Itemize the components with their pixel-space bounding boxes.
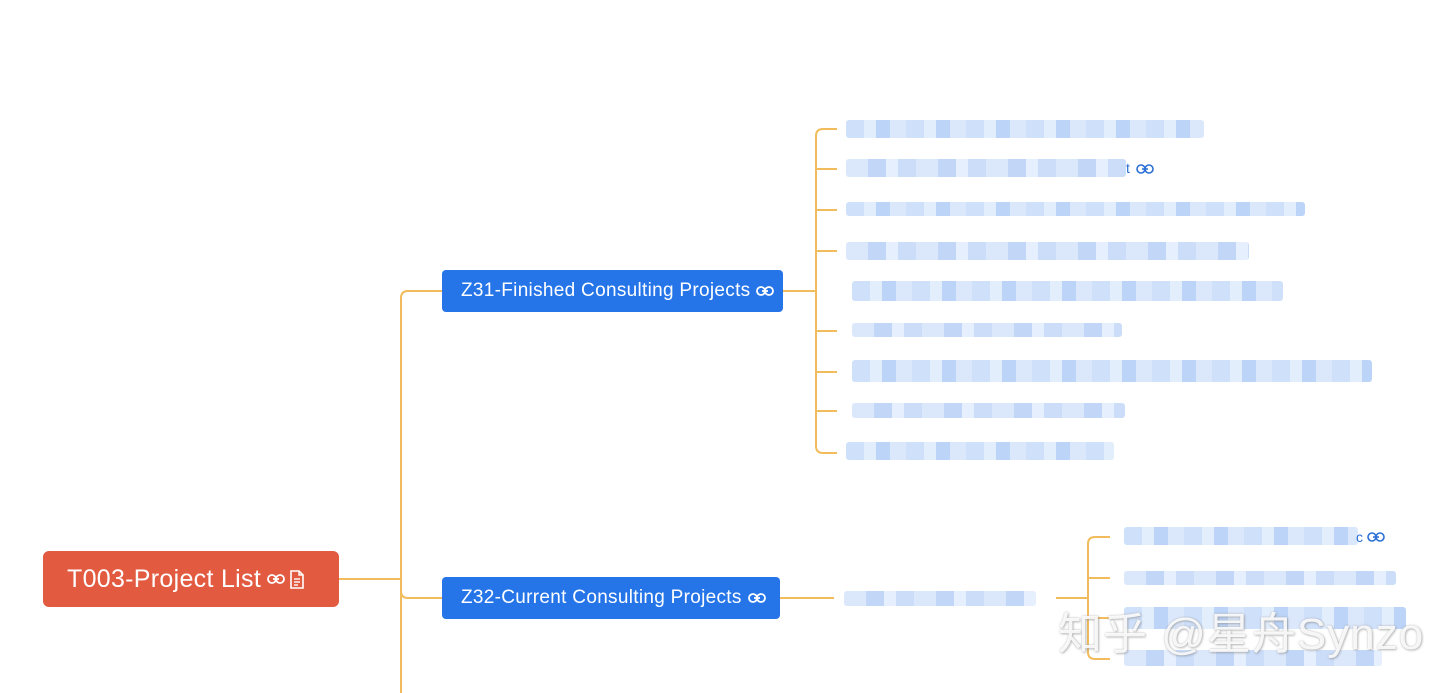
- leaf-text-fragment: c: [1356, 529, 1363, 545]
- branch-current-projects[interactable]: Z32-Current Consulting Projects: [442, 577, 780, 619]
- leaf-item-blurred[interactable]: [1124, 607, 1406, 629]
- connector-b2: [400, 590, 442, 599]
- leaf-item-blurred[interactable]: [852, 360, 1372, 382]
- leaf-item-blurred[interactable]: [852, 323, 1122, 337]
- leaf-item-blurred[interactable]: [1124, 527, 1358, 545]
- leaf-text-fragment: t: [1126, 160, 1130, 176]
- leaf-item-blurred[interactable]: [846, 442, 1114, 460]
- leaf-item-blurred[interactable]: [852, 403, 1125, 418]
- leaf-item-blurred[interactable]: [846, 202, 1305, 216]
- connector-b1: [400, 290, 442, 299]
- connector-b1-c9: [815, 445, 837, 454]
- leaf-item-blurred[interactable]: [846, 159, 1126, 177]
- link-icon[interactable]: [1136, 162, 1154, 180]
- link-icon[interactable]: [756, 285, 775, 297]
- link-icon[interactable]: [1367, 530, 1385, 548]
- connector-b1-c1: [815, 128, 837, 137]
- branch-label: Z32-Current Consulting Projects: [461, 587, 742, 608]
- connector-b2-c1: [1087, 536, 1110, 545]
- root-node[interactable]: T003-Project List: [43, 551, 339, 607]
- branch-finished-projects[interactable]: Z31-Finished Consulting Projects: [442, 270, 783, 312]
- branch-label: Z31-Finished Consulting Projects: [461, 280, 751, 301]
- leaf-item-blurred[interactable]: [846, 120, 1204, 138]
- sub-node-blurred[interactable]: [844, 591, 1036, 606]
- connector-b2-c4: [1087, 651, 1110, 660]
- document-icon[interactable]: [289, 569, 305, 589]
- watermark: 知乎 @星舟Synzo: [1058, 610, 1425, 659]
- link-icon[interactable]: [267, 573, 285, 585]
- leaf-item-blurred[interactable]: [846, 242, 1249, 260]
- root-label: T003-Project List: [67, 564, 262, 593]
- leaf-item-blurred[interactable]: [1124, 650, 1382, 666]
- leaf-item-blurred[interactable]: [852, 281, 1283, 301]
- leaf-item-blurred[interactable]: [1124, 571, 1396, 585]
- link-icon[interactable]: [747, 592, 766, 604]
